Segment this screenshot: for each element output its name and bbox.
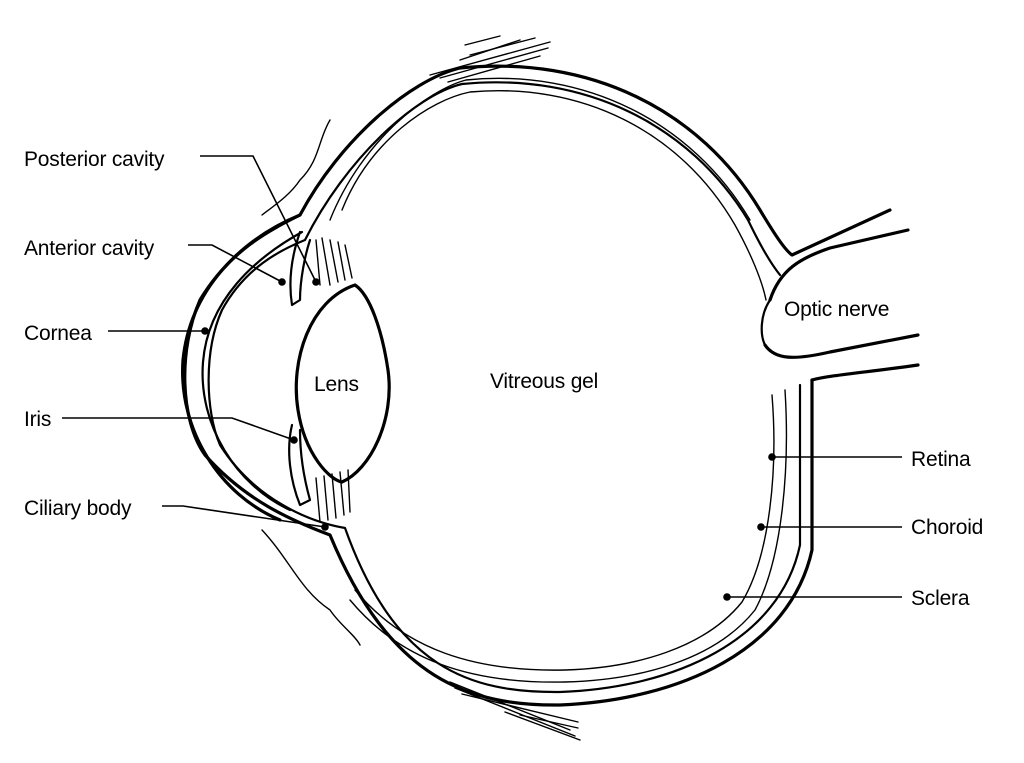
iris-lower bbox=[288, 423, 312, 507]
retina-top-outline bbox=[341, 90, 767, 301]
dot-sclera bbox=[723, 593, 731, 601]
retina-outline bbox=[354, 394, 775, 671]
lens-outline bbox=[294, 283, 391, 484]
label-vitreous-gel: Vitreous gel bbox=[490, 370, 599, 393]
sclera-inner-outline bbox=[207, 81, 802, 694]
choroid-top-outline bbox=[329, 77, 751, 221]
dot-ciliary-body bbox=[321, 523, 329, 531]
upper-conjunctiva bbox=[261, 119, 331, 216]
label-sclera: Sclera bbox=[911, 587, 970, 610]
label-lens: Lens bbox=[314, 373, 359, 396]
leader-anterior-cavity bbox=[188, 244, 283, 283]
label-anterior-cavity: Anterior cavity bbox=[24, 237, 155, 260]
extraocular-muscle-top bbox=[429, 35, 551, 83]
optic-disc bbox=[760, 298, 772, 347]
optic-nerve-lower bbox=[810, 363, 920, 382]
leader-posterior-cavity bbox=[200, 155, 317, 283]
label-ciliary-body: Ciliary body bbox=[24, 497, 132, 520]
dot-anterior-cavity bbox=[278, 278, 286, 286]
label-optic-nerve: Optic nerve bbox=[784, 298, 890, 321]
dot-choroid bbox=[757, 523, 765, 531]
leader-iris bbox=[62, 417, 295, 441]
cornea-inner bbox=[201, 230, 304, 512]
dot-posterior-cavity bbox=[312, 278, 320, 286]
label-iris: Iris bbox=[24, 408, 52, 431]
iris-upper bbox=[289, 230, 312, 307]
ciliary-body-lower bbox=[315, 469, 351, 523]
cornea-outer bbox=[181, 213, 302, 522]
label-choroid: Choroid bbox=[911, 516, 984, 539]
dot-cornea bbox=[201, 327, 209, 335]
optic-nerve-bottom bbox=[763, 333, 920, 359]
dot-retina bbox=[768, 453, 776, 461]
label-retina: Retina bbox=[911, 448, 971, 471]
dot-iris bbox=[290, 436, 298, 444]
optic-nerve-top bbox=[768, 228, 910, 302]
sclera-outer-outline bbox=[183, 64, 892, 707]
choroid-outline bbox=[349, 389, 788, 683]
label-posterior-cavity: Posterior cavity bbox=[24, 148, 165, 171]
lower-conjunctiva bbox=[261, 529, 361, 646]
label-cornea: Cornea bbox=[24, 322, 92, 345]
ciliary-body-upper bbox=[315, 237, 353, 286]
extraocular-muscle-bottom bbox=[449, 681, 581, 741]
leader-ciliary-body bbox=[162, 505, 326, 528]
